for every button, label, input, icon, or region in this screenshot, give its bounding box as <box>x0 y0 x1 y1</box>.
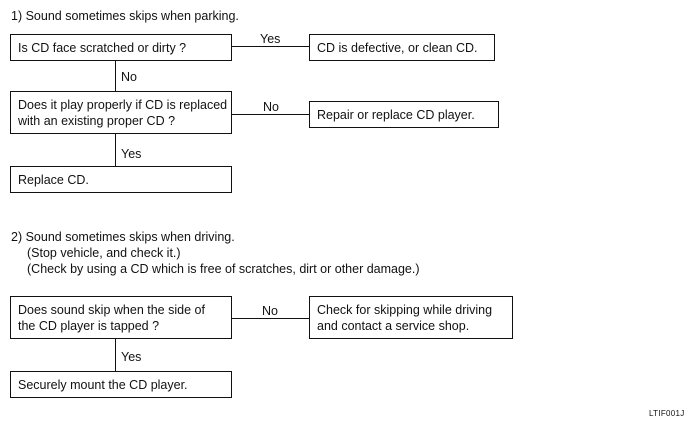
q2-no-connector <box>232 114 309 115</box>
s2-a1-text-line1: Check for skipping while driving <box>317 302 493 317</box>
s2-q1-text-line2: the CD player is tapped ? <box>18 318 160 333</box>
s2-q1-yes-connector <box>115 339 116 371</box>
q1-yes-label: Yes <box>260 32 281 46</box>
q1-box: Is CD face scratched or dirty ? <box>10 34 232 61</box>
q2-no-label: No <box>263 100 279 114</box>
section2-note1: (Stop vehicle, and check it.) <box>27 246 181 260</box>
q2-yes-label: Yes <box>121 147 142 161</box>
s2-q1-no-connector <box>232 318 309 319</box>
s2-q1-text-line1: Does sound skip when the side of <box>18 302 205 317</box>
s2-q1-box: Does sound skip when the side of the CD … <box>10 296 232 339</box>
q1-no-label: No <box>121 70 137 84</box>
a2-text: Repair or replace CD player. <box>317 107 475 122</box>
section2-title: 2) Sound sometimes skips when driving. <box>11 230 235 244</box>
s2-a2-box: Securely mount the CD player. <box>10 371 232 398</box>
q2-text-line2: with an existing proper CD ? <box>18 113 176 128</box>
section1-title: 1) Sound sometimes skips when parking. <box>11 9 239 23</box>
a1-text: CD is defective, or clean CD. <box>317 40 478 55</box>
s2-a1-box: Check for skipping while driving and con… <box>309 296 513 339</box>
section2-note2: (Check by using a CD which is free of sc… <box>27 262 420 276</box>
figure-code: LTIF001J <box>649 409 685 418</box>
q2-text-line1: Does it play properly if CD is replaced <box>18 97 228 112</box>
a3-box: Replace CD. <box>10 166 232 193</box>
s2-a1-text-line2: and contact a service shop. <box>317 318 470 333</box>
a2-box: Repair or replace CD player. <box>309 101 499 128</box>
a1-box: CD is defective, or clean CD. <box>309 34 495 61</box>
q2-box: Does it play properly if CD is replaced … <box>10 91 232 134</box>
s2-q1-yes-label: Yes <box>121 350 142 364</box>
q1-text: Is CD face scratched or dirty ? <box>18 40 187 55</box>
q1-no-connector <box>115 61 116 91</box>
a3-text: Replace CD. <box>18 172 89 187</box>
q1-yes-connector <box>232 46 309 47</box>
s2-a2-text: Securely mount the CD player. <box>18 377 188 392</box>
q2-yes-connector <box>115 134 116 166</box>
s2-q1-no-label: No <box>262 304 278 318</box>
